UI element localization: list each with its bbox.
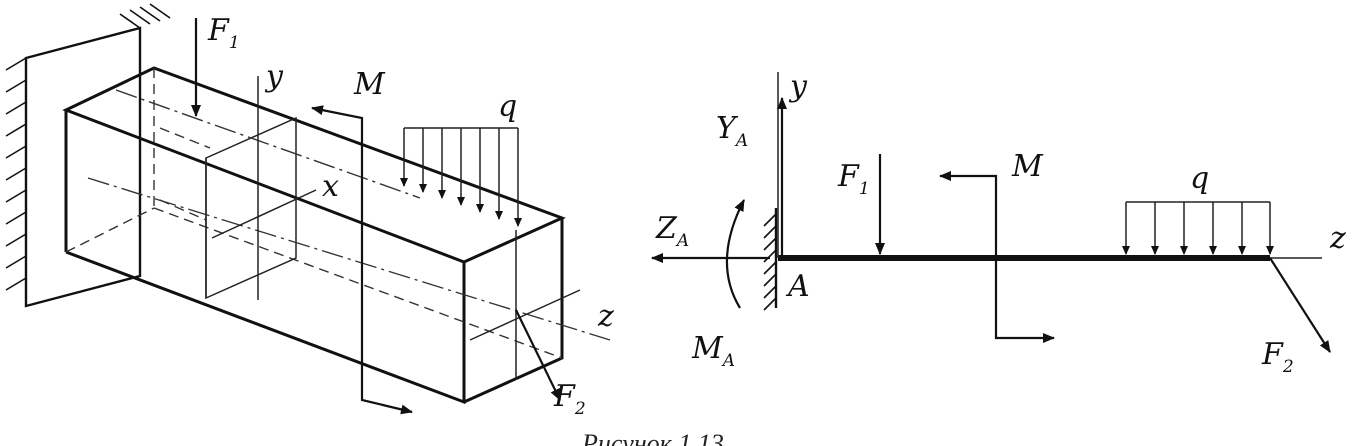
x-axis-label: x [322,169,339,204]
reaction-ya-label: YA [716,111,748,151]
z-axis-label: z [597,299,614,334]
distributed-load-q [1122,201,1274,255]
left-isometric-beam: F1 y x M q z F2 [5,3,614,419]
moment-m-upper-arrow [939,171,998,258]
reaction-moment-ma-arrow [725,199,745,309]
force-f2-arrow [515,309,561,401]
force-f1-label: F1 [207,13,240,53]
force-f2-label: F2 [1261,337,1294,377]
beam-box [62,66,611,405]
load-q-label: q [1190,161,1209,196]
left-wall-support [5,3,171,308]
distributed-load-q [400,127,522,227]
z-axis-label: z [1329,221,1346,256]
x-axis-line [211,189,317,239]
point-a-label: A [785,269,810,304]
figure-caption: Рисунок 1.13 [581,429,724,446]
y-axis-label: y [788,69,808,104]
force-f1-label: F1 [837,159,870,199]
moment-m-upper-arrow [311,105,364,252]
right-planar-scheme: z y YA ZA MA A F1 M q [651,69,1346,377]
moment-m-lower-arrow [360,252,413,415]
reaction-moment-ma-label: MA [691,331,735,371]
beam-axis-line [87,177,611,341]
reaction-za-label: ZA [655,211,689,251]
z-axis-line [469,289,581,341]
y-axis-label: y [264,59,284,94]
load-q-label: q [498,89,517,124]
force-f2-arrow [1269,257,1331,353]
moment-m-label: M [1011,149,1044,184]
moment-m-label: M [353,67,386,102]
force-f2-label: F2 [553,379,586,419]
moment-m-lower-arrow [994,258,1055,343]
